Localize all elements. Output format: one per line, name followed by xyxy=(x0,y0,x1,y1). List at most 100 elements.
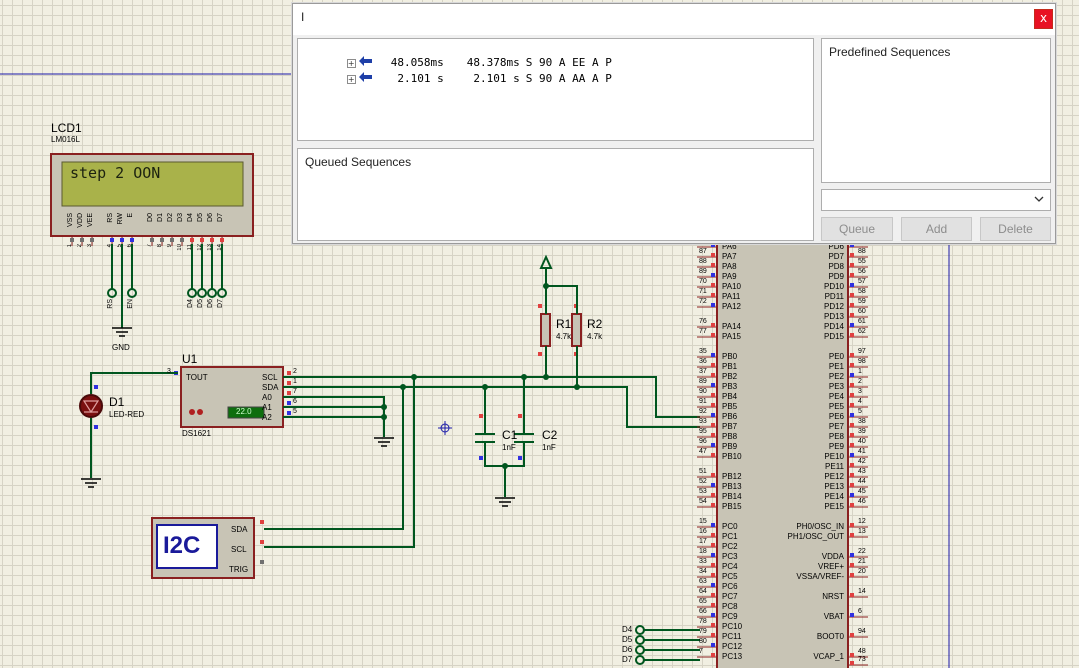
u1-pin-label: A1 xyxy=(262,403,272,412)
mcu-pin-marker xyxy=(711,633,715,637)
mcu-pin-number: 45 xyxy=(858,488,866,495)
window-titlebar[interactable]: I x xyxy=(293,4,1055,35)
mcu-pin-number: 98 xyxy=(858,358,866,365)
queue-button[interactable]: Queue xyxy=(821,217,893,241)
lcd-ground-label: GND xyxy=(112,343,130,352)
mcu-pin-marker xyxy=(850,493,854,497)
mcu-pin-marker xyxy=(850,373,854,377)
mcu-pin-number: 42 xyxy=(858,458,866,465)
lcd-pin-label: RW xyxy=(117,213,124,225)
lcd-pin-marker xyxy=(150,238,154,242)
mcu-pin-marker xyxy=(850,263,854,267)
mcu-pin-marker xyxy=(850,413,854,417)
i2c-pin-sda: SDA xyxy=(231,525,248,534)
mcu-pin-number: 40 xyxy=(858,438,866,445)
mcu-pin-label: PE2 xyxy=(828,372,844,381)
mcu-pin-marker xyxy=(711,353,715,357)
lcd-pin-marker xyxy=(160,238,164,242)
mcu-pin-number: 14 xyxy=(858,588,866,595)
expand-icon[interactable]: + xyxy=(346,58,356,68)
mcu-pin-marker xyxy=(850,403,854,407)
sequence-combo[interactable] xyxy=(821,189,1051,211)
lcd-terminal-label: D5 xyxy=(197,299,204,308)
mcu-pin-marker xyxy=(711,653,715,657)
mcu-pin-number: 94 xyxy=(858,628,866,635)
mcu-pin-marker xyxy=(850,483,854,487)
lcd-pin-number: 4 xyxy=(107,244,113,248)
mcu-pin-marker xyxy=(711,493,715,497)
lcd-pin-label: D7 xyxy=(217,213,224,222)
lcd-pin-number: 5 xyxy=(117,244,123,248)
lcd-pin-marker xyxy=(200,238,204,242)
mcu-pin-label: PE0 xyxy=(828,352,844,361)
mcu-pin-label: PH1/OSC_OUT xyxy=(787,532,844,541)
mcu-pin-marker xyxy=(850,473,854,477)
led-ref: D1 xyxy=(109,395,125,409)
r1-ref: R1 xyxy=(556,317,572,331)
mcu-pin-number: 61 xyxy=(858,318,866,325)
mcu-pin-number: 1 xyxy=(858,368,862,375)
predefined-sequences-panel[interactable]: Predefined Sequences xyxy=(821,38,1051,183)
lcd-pin-number: 14 xyxy=(217,244,223,251)
seq-bytes: S 90 A AA A P xyxy=(525,72,612,85)
u1-tout: TOUT xyxy=(186,373,208,382)
mcu-pin-marker xyxy=(711,483,715,487)
mcu-pin-marker xyxy=(711,273,715,277)
lcd-pin-number: 10 xyxy=(177,244,183,251)
mcu-pin-label: PB3 xyxy=(722,382,738,391)
lcd-terminal-label: D4 xyxy=(187,299,194,308)
mcu-pin-marker xyxy=(711,443,715,447)
mcu-pin-label: PD6 xyxy=(828,242,844,251)
r2-body xyxy=(571,313,582,347)
lcd-pin-number: 6 xyxy=(127,244,133,248)
mcu-pin-marker xyxy=(850,573,854,577)
mcu-pin-label: VDDA xyxy=(821,552,844,561)
u1-temp-display xyxy=(227,406,265,419)
mcu-pin-label: PE13 xyxy=(824,482,844,491)
mcu-pin-number: 18 xyxy=(699,548,707,555)
lcd-display-text: step 2 OON xyxy=(70,164,161,182)
close-button[interactable]: x xyxy=(1034,9,1053,29)
lcd-pin-label: D0 xyxy=(147,213,154,222)
mcu-pin-number: 16 xyxy=(699,528,707,535)
mcu-pin-number: 60 xyxy=(858,308,866,315)
lcd-pin-label: D1 xyxy=(157,213,164,222)
u1-temp[interactable]: 22.0 xyxy=(236,407,252,416)
mcu-pin-label: PA8 xyxy=(722,262,737,271)
mcu-pin-label: PE9 xyxy=(828,442,844,451)
delete-button[interactable]: Delete xyxy=(980,217,1051,241)
mcu-pin-label: PC12 xyxy=(722,642,743,651)
mcu-pin-number: 5 xyxy=(858,408,862,415)
queued-sequences-panel[interactable]: Queued Sequences xyxy=(297,148,814,241)
lcd-pin-number: 12 xyxy=(197,244,203,251)
mcu-pin-number: 80 xyxy=(699,638,707,645)
lcd-terminal-label: EN xyxy=(127,299,134,309)
mcu-pin-number: 22 xyxy=(858,548,866,555)
lcd-pin-number: 1 xyxy=(67,244,73,248)
mcu-pin-marker xyxy=(850,563,854,567)
mcu-pin-label: PE14 xyxy=(824,492,844,501)
expand-icon[interactable]: + xyxy=(346,74,356,84)
u1-pin-label: A0 xyxy=(262,393,272,402)
seq-start: 48.058ms xyxy=(390,56,444,69)
mcu-pin-marker xyxy=(850,423,854,427)
mcu-pin-label: PA9 xyxy=(722,272,737,281)
add-button[interactable]: Add xyxy=(901,217,972,241)
u1-pin-number: 1 xyxy=(293,378,297,385)
mcu-pin-number: 89 xyxy=(699,378,707,385)
mcu-pin-label: PD15 xyxy=(823,332,844,341)
lcd-pin-marker xyxy=(80,238,84,242)
lcd-pin-marker xyxy=(90,238,94,242)
mcu-pin-number: 57 xyxy=(858,278,866,285)
mcu-pin-number: 63 xyxy=(699,578,707,585)
mcu-pin-label: VCAP_1 xyxy=(813,652,844,661)
c1-value: 1nF xyxy=(502,443,516,452)
predefined-sequences-label: Predefined Sequences xyxy=(829,45,951,59)
mcu-pin-marker xyxy=(711,323,715,327)
mcu-pin-number: 58 xyxy=(858,288,866,295)
mcu-pin-marker xyxy=(850,613,854,617)
